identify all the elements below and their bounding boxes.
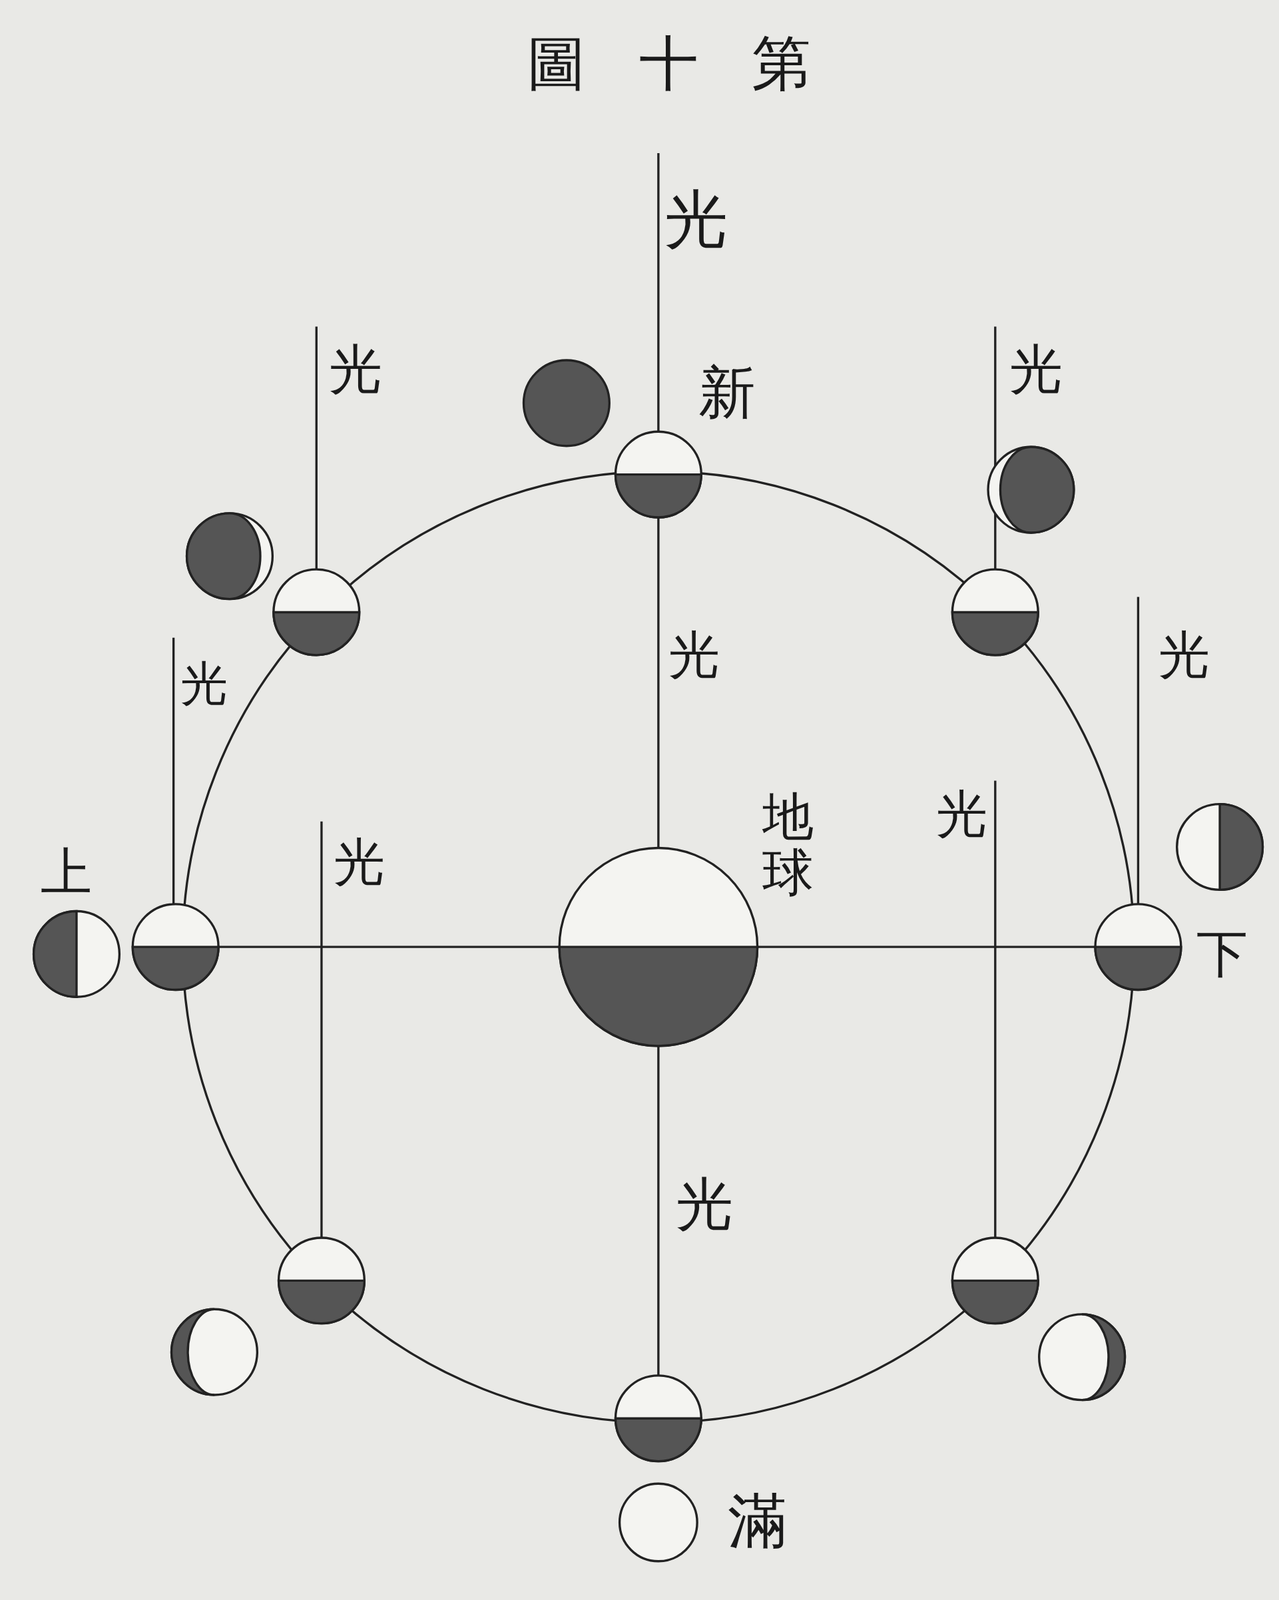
light-label: 上 bbox=[40, 846, 92, 899]
light-label: 光 bbox=[936, 788, 988, 841]
light-label: 光 bbox=[1009, 342, 1063, 397]
light-label: 光 bbox=[668, 629, 720, 682]
light-label: 光 bbox=[180, 660, 228, 708]
earth-circle: 地球 bbox=[559, 848, 758, 1046]
earth-label: 地球 bbox=[762, 788, 814, 902]
light-label: 光 bbox=[1158, 629, 1210, 682]
light-label: 光 bbox=[333, 836, 385, 889]
light-label: 光 bbox=[675, 1175, 734, 1234]
light-label: 滿 bbox=[727, 1491, 787, 1551]
light-label: 光 bbox=[328, 342, 383, 397]
light-label: 下 bbox=[1196, 928, 1248, 981]
light-label: 光 bbox=[664, 187, 728, 252]
light-label: 新 bbox=[698, 364, 756, 422]
figure-title: 圖十第 bbox=[473, 33, 865, 94]
